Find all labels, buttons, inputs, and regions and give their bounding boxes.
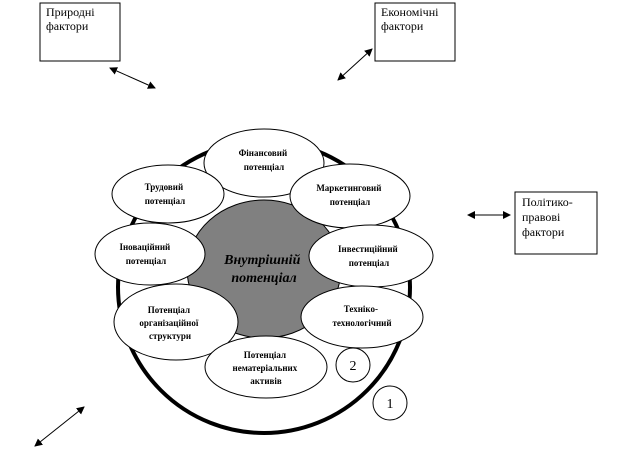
labor-potential: Трудовий потенціал <box>111 164 225 224</box>
financial-label-1: Фінансовий <box>239 148 288 158</box>
svg-text:Техніко- технологічний: Техніко- технологічний <box>332 304 391 328</box>
outer-ring-label: 1 <box>387 397 394 412</box>
svg-text:Іноваційний потенціал: Іноваційний потенціал <box>119 242 172 266</box>
outer-ring-number: 1 <box>372 385 408 421</box>
economic-factors-line-2: фактори <box>381 19 424 33</box>
economic-factors-box: Економічні фактори <box>374 2 456 62</box>
svg-text:Економічні фактори: Економічні фактори <box>381 5 441 33</box>
labor-label-2: потенціал <box>145 196 185 206</box>
core-label-line-2: потенціал <box>231 271 296 286</box>
svg-text:Фінансовий потенціал: Фінансовий потенціал <box>239 148 290 172</box>
political-factors-line-2: правові <box>522 210 561 224</box>
svg-text:Інвестиційний потенціал: Інвестиційний потенціал <box>338 244 400 268</box>
intangible-label-2: нематеріальних <box>233 363 298 373</box>
natural-factors-line-1: Природні <box>46 5 95 19</box>
natural-factors-line-2: фактори <box>46 19 89 33</box>
political-factors-box: Політико- правові фактори <box>514 191 598 255</box>
organizational-label-1: Потенціал <box>148 305 190 315</box>
investment-potential: Інвестиційний потенціал <box>308 224 434 288</box>
labor-label-1: Трудовий <box>145 182 184 192</box>
marketing-potential: Маркетинговий потенціал <box>289 163 411 229</box>
organizational-label-3: структури <box>149 331 191 341</box>
financial-potential: Фінансовий потенціал <box>203 128 325 198</box>
lower-left-arrow <box>34 406 85 447</box>
svg-text:Політико- правові: Політико- правові фактори <box>522 195 576 239</box>
economic-factors-arrow <box>337 48 373 81</box>
investment-label-2: потенціал <box>349 258 389 268</box>
intangible-label-3: активів <box>250 376 282 386</box>
innovation-label-2: потенціал <box>126 256 166 266</box>
svg-text:Потенціал організаційної: Потенціал організаційної структури <box>139 305 200 341</box>
svg-text:Природні фактори: Природні фактори <box>46 5 98 33</box>
organizational-potential: Потенціал організаційної структури <box>113 283 239 361</box>
svg-text:Маркетинговий потенціал: Маркетинговий потенціал <box>316 183 383 207</box>
natural-factors-box: Природні фактори <box>39 2 121 62</box>
svg-text:Трудовий потенціал: Трудовий потенціал <box>145 182 186 206</box>
innovation-label-1: Іноваційний <box>119 242 170 252</box>
inner-circle-label: 2 <box>350 359 357 374</box>
natural-factors-arrow <box>109 67 156 89</box>
political-factors-line-1: Політико- <box>522 195 573 209</box>
intangible-label-1: Потенціал <box>244 350 286 360</box>
technical-potential: Техніко- технологічний <box>300 285 424 349</box>
svg-text:Внутрішній потенціал: Внутрішній потенціал <box>223 253 304 286</box>
intangible-potential: Потенціал нематеріальних активів <box>204 335 328 399</box>
technical-label-1: Техніко- <box>344 304 378 314</box>
political-factors-line-3: фактори <box>522 225 565 239</box>
inner-circle-number: 2 <box>335 347 371 383</box>
organizational-label-2: організаційної <box>139 318 198 328</box>
economic-factors-line-1: Економічні <box>381 5 439 19</box>
core-label-line-1: Внутрішній <box>223 253 300 268</box>
financial-label-2: потенціал <box>244 162 284 172</box>
technical-label-2: технологічний <box>332 318 391 328</box>
marketing-label-2: потенціал <box>330 197 370 207</box>
innovation-potential: Іноваційний потенціал <box>94 222 206 286</box>
svg-text:Потенціал нематеріальних: Потенціал нематеріальних активів <box>233 350 300 386</box>
investment-label-1: Інвестиційний <box>338 244 398 254</box>
marketing-label-1: Маркетинговий <box>316 183 381 193</box>
